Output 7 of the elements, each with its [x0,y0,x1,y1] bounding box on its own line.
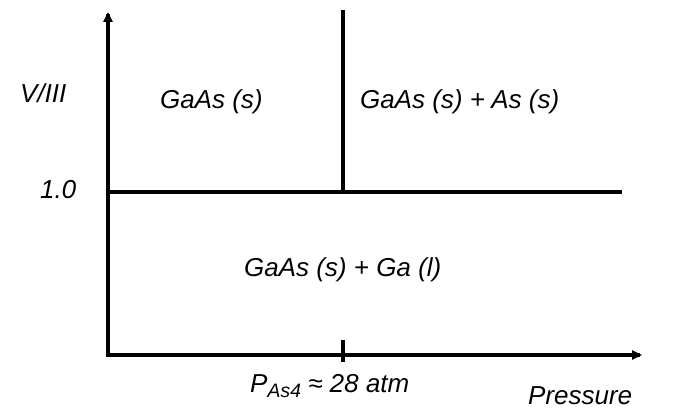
tick-label: P$_{As}$$_{4}$ ≈ 28 atm [250,368,410,398]
region-label: GaAs (s) + Ga (l) [244,252,442,282]
region-label: GaAs (s) + As (s) [360,84,560,114]
axis-label: Pressure [528,380,632,410]
region-label: GaAs (s) [160,84,263,114]
tick-label: 1.0 [40,174,76,204]
axis-label: V/III [20,78,66,108]
